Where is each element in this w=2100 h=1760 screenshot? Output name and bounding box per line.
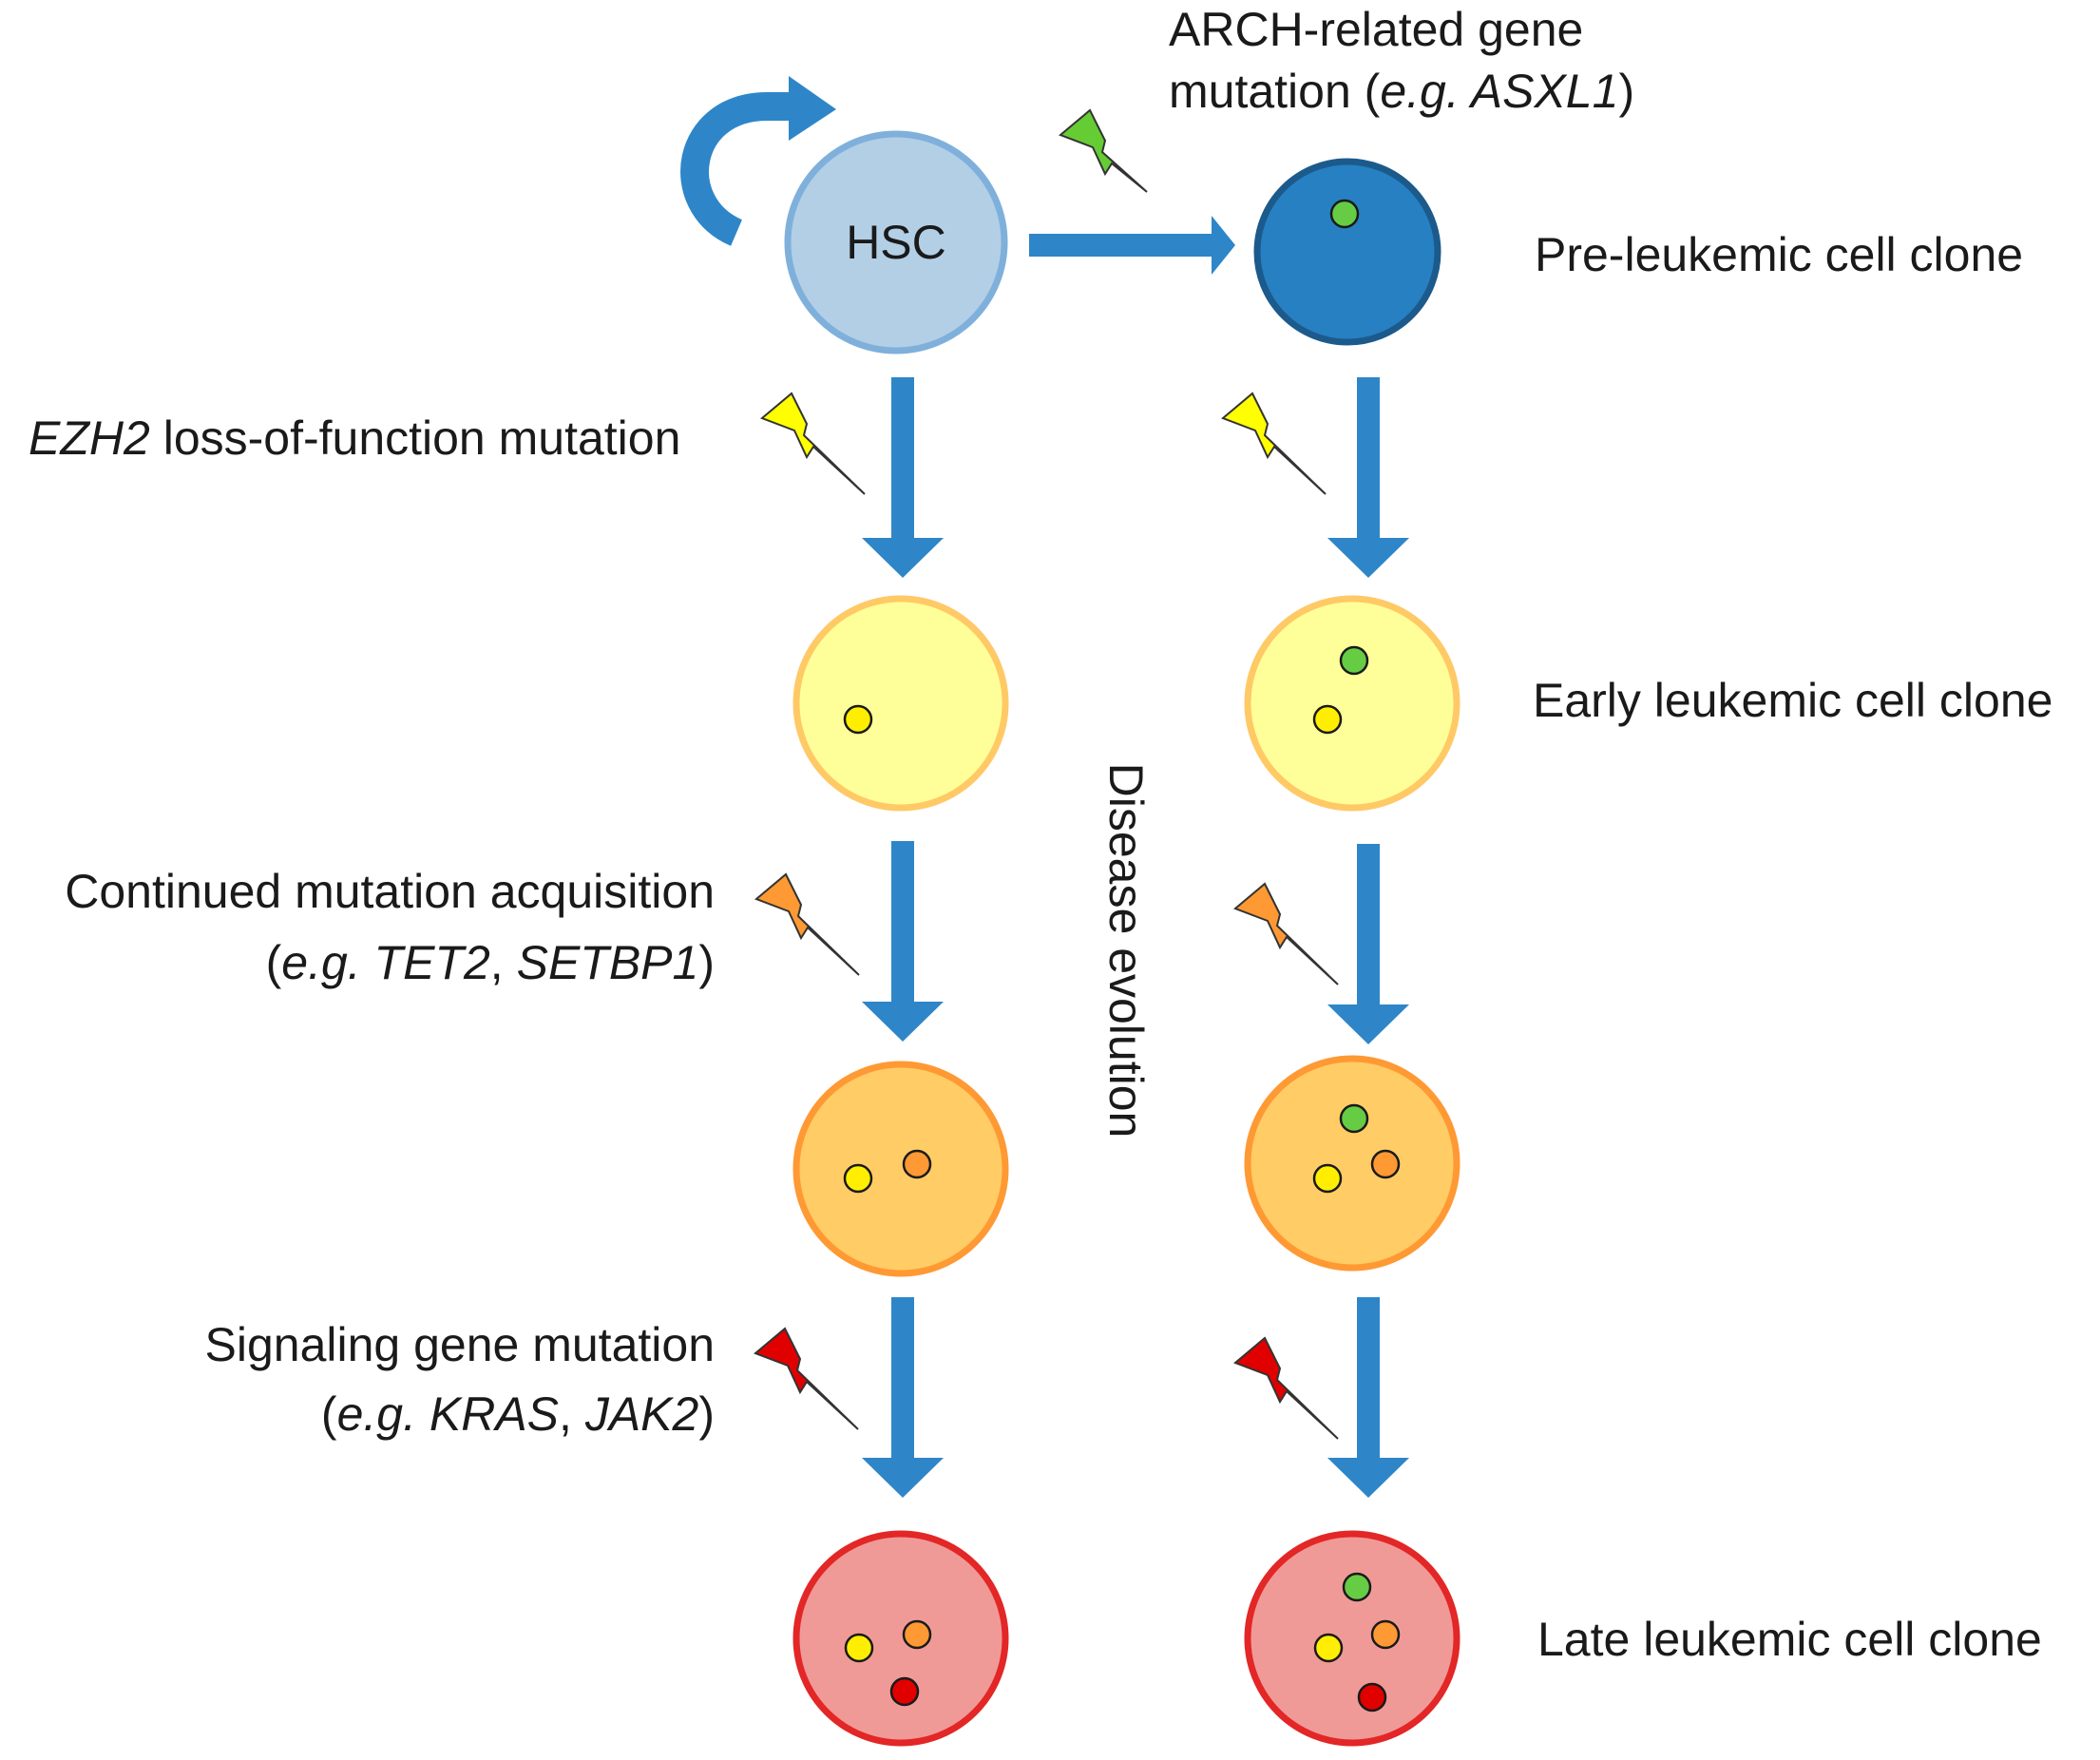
continued-mutation-label-line2: (e.g. TET2, SETBP1) bbox=[266, 936, 715, 989]
late-leukemic-cell-right bbox=[1244, 1530, 1460, 1747]
ezh2-mutation-dot bbox=[844, 1633, 874, 1663]
lightning-bolt-icon bbox=[1059, 108, 1148, 193]
pre-leukemic-label: Pre-leukemic cell clone bbox=[1535, 228, 2023, 281]
signaling-mutation-label-line1: Signaling gene mutation bbox=[205, 1318, 716, 1371]
early-leukemic-cell-right bbox=[1244, 595, 1460, 812]
down-arrow bbox=[862, 841, 944, 1042]
tet2-mutation-dot bbox=[1370, 1149, 1401, 1179]
ezh2-mutation-dot bbox=[1312, 704, 1343, 735]
down-arrow bbox=[1327, 844, 1409, 1044]
early-leukemic-label: Early leukemic cell clone bbox=[1533, 674, 2052, 727]
pre-leukemic-cell bbox=[1253, 158, 1441, 346]
ezh2-mutation-dot bbox=[843, 704, 873, 735]
ezh2-mutation-dot bbox=[1312, 1163, 1343, 1194]
signaling-mutation-label-line2: (e.g. KRAS, JAK2) bbox=[321, 1387, 715, 1441]
asxl1-mutation-dot bbox=[1339, 645, 1369, 676]
asxl1-mutation-dot bbox=[1342, 1572, 1372, 1602]
disease-evolution-label: Disease evolution bbox=[1099, 763, 1153, 1138]
ezh2-mutation-dot bbox=[843, 1163, 873, 1194]
tet2-mutation-dot bbox=[1370, 1619, 1401, 1650]
lightning-bolt-icon bbox=[754, 872, 860, 976]
lightning-bolt-icon bbox=[760, 392, 866, 495]
lightning-bolt-icon bbox=[1233, 882, 1339, 985]
tet2-mutation-dot bbox=[902, 1149, 932, 1179]
ezh2-mutation-label: EZH2 loss-of-function mutation bbox=[29, 411, 680, 465]
arch-mutation-label-line1: ARCH-related gene bbox=[1169, 3, 1583, 56]
continued-mutation-label-line1: Continued mutation acquisition bbox=[65, 865, 715, 918]
lightning-bolt-icon bbox=[754, 1327, 859, 1430]
hsc-cell: HSC bbox=[784, 130, 1008, 354]
self-renewal-arrow bbox=[680, 76, 836, 246]
down-arrow bbox=[1327, 1297, 1409, 1498]
hsc-label: HSC bbox=[846, 216, 946, 269]
down-arrow bbox=[862, 1297, 944, 1498]
hsc-to-preleukemic-arrow bbox=[1029, 216, 1235, 275]
asxl1-mutation-dot bbox=[1329, 199, 1360, 229]
lightning-bolt-icon bbox=[1233, 1336, 1339, 1440]
early-leukemic-cell-left bbox=[792, 595, 1009, 812]
asxl1-mutation-dot bbox=[1339, 1103, 1369, 1134]
kras-mutation-dot bbox=[1357, 1682, 1387, 1712]
late-leukemic-cell-left bbox=[792, 1530, 1009, 1747]
lightning-bolt-icon bbox=[1221, 392, 1327, 495]
arch-mutation-label-line2: mutation (e.g. ASXL1) bbox=[1169, 65, 1634, 118]
intermediate-leukemic-cell-left bbox=[792, 1061, 1009, 1277]
down-arrow bbox=[862, 377, 944, 578]
kras-mutation-dot bbox=[889, 1676, 920, 1707]
intermediate-leukemic-cell-right bbox=[1244, 1055, 1460, 1272]
late-leukemic-label: Late leukemic cell clone bbox=[1537, 1613, 2042, 1666]
ezh2-mutation-dot bbox=[1313, 1633, 1344, 1663]
down-arrow bbox=[1327, 377, 1409, 578]
tet2-mutation-dot bbox=[902, 1619, 932, 1650]
